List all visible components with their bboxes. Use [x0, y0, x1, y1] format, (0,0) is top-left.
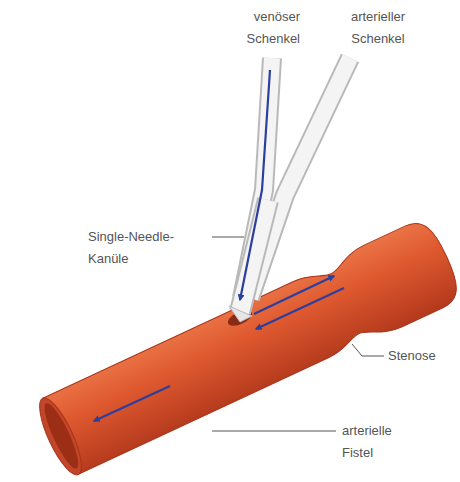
- part-label: Single-Needle-Kanüle: [88, 226, 204, 270]
- needle-tip: [229, 306, 252, 322]
- part-label: Stenose: [388, 345, 454, 367]
- flow-arrow: [240, 70, 270, 300]
- leader-line: [212, 237, 244, 238]
- leg-label: arterieller Schenkel: [340, 6, 416, 50]
- leader-line: [352, 344, 384, 356]
- needle-shaft: [240, 200, 268, 312]
- leader-line: [212, 431, 336, 432]
- flow-arrow: [254, 276, 334, 314]
- flow-arrow: [256, 288, 344, 329]
- flow-arrow: [94, 386, 170, 421]
- needle-shaft-fill: [240, 200, 268, 312]
- part-label: arterielle Fistel: [342, 420, 422, 464]
- leg-label: venöser Schenkel: [228, 6, 300, 50]
